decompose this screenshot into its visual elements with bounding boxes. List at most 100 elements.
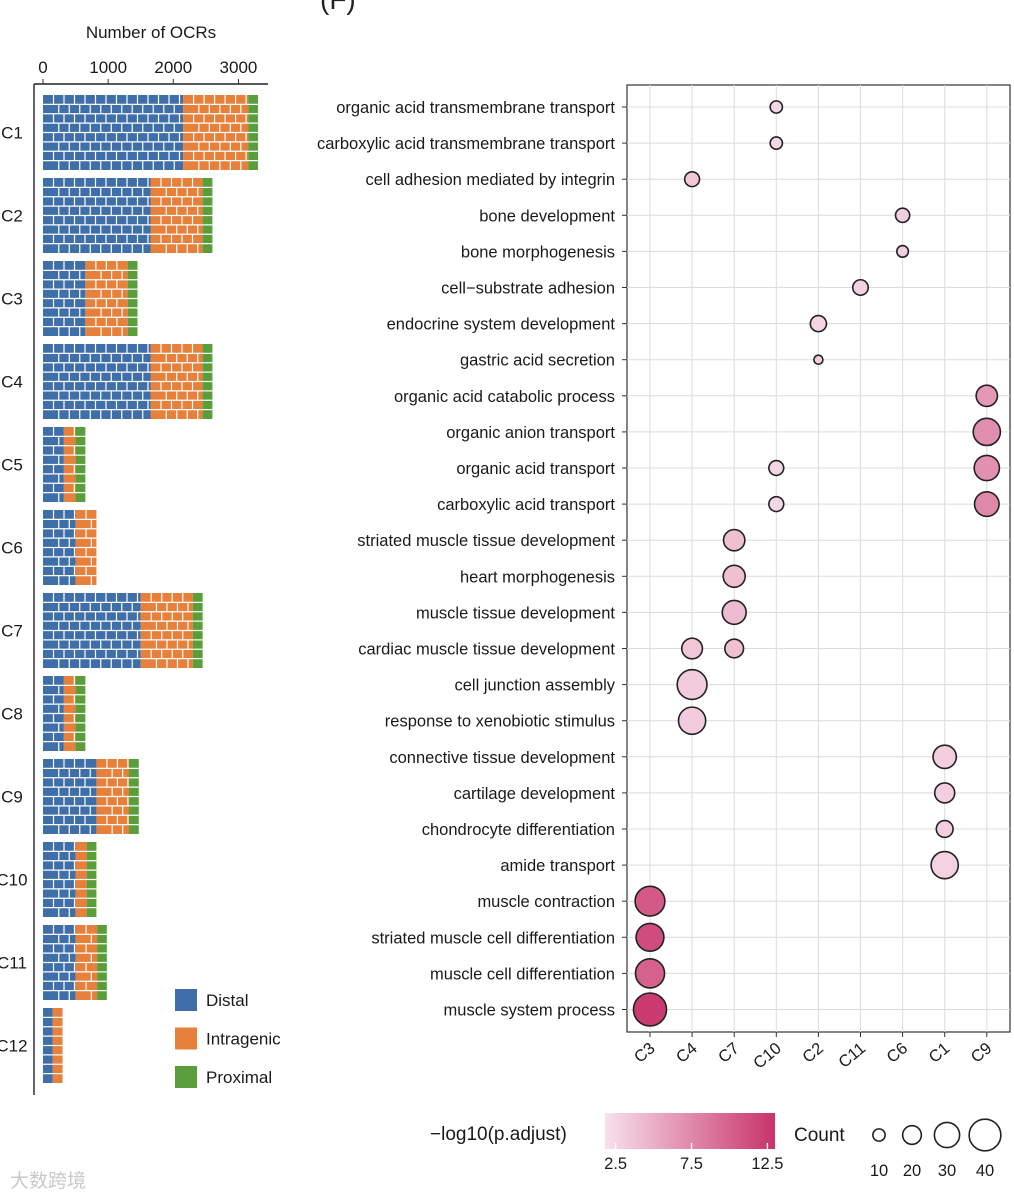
color-legend-tick: 7.5 [680,1155,703,1173]
bar-segment-intragenic [75,925,98,1000]
bar-row-c10: C10 [0,842,97,917]
legend-label-intragenic: Intragenic [206,1030,281,1049]
bar-segment-intragenic [85,261,128,336]
dotplot-term-label: carboxylic acid transmembrane transport [317,135,615,153]
bar-category-label: C11 [0,954,27,973]
bar-segment-distal [43,178,151,253]
size-legend-circle [968,1118,1002,1152]
bubble-point [635,922,665,953]
bar-segment-intragenic [96,759,129,834]
bar-segment-distal [43,95,184,170]
bar-row-c7: C7 [1,593,203,668]
dotplot-term-label: muscle system process [444,1002,615,1020]
bubble-point [721,599,747,626]
bubble-point [769,100,784,114]
dotplot-term-label: response to xenobiotic stimulus [385,713,615,731]
bar-segment-distal [43,593,141,668]
dotplot-term-label: muscle contraction [477,893,615,911]
bubble-point [894,207,911,224]
legend-swatch-distal [175,989,197,1011]
bar-segment-intragenic [52,1008,63,1083]
bar-segment-distal [43,427,64,502]
bar-row-c4: C4 [1,344,213,419]
bubble-point [973,454,1001,482]
bar-segment-intragenic [75,510,97,585]
bubble-point [632,992,668,1027]
bar-segment-intragenic [63,427,76,502]
bar-x-tick-label: 3000 [220,58,258,77]
bar-segment-proximal [248,95,258,170]
bar-category-label: C1 [1,124,23,143]
dotplot-term-label: endocrine system development [387,316,616,334]
bar-x-tick-label: 2000 [154,58,192,77]
bar-category-label: C3 [1,290,23,309]
dotplot-term-label: chondrocyte differentiation [422,821,615,839]
bar-segment-proximal [129,759,139,834]
bubble-point [680,637,704,660]
bubble-point [683,170,701,188]
dotplot-term-label: bone development [479,207,615,225]
bar-segment-proximal [202,178,213,253]
bar-segment-distal [43,261,86,336]
bubble-point [722,564,746,589]
bubble-point [722,528,746,552]
bar-segment-distal [43,925,76,1000]
dotplot-term-label: cell−substrate adhesion [441,280,615,298]
dotplot-term-label: cartilage development [454,785,616,803]
bar-category-label: C8 [1,705,23,724]
dotplot-cluster-label: C3 [631,1039,659,1066]
dotplot-term-label: amide transport [500,857,615,875]
size-legend-circle [872,1128,886,1142]
dotplot-term-label: bone morphogenesis [461,243,615,261]
bubble-point [768,459,785,477]
bar-category-label: C5 [1,456,23,475]
size-legend-label: 10 [870,1162,888,1180]
dotplot-cluster-label: C10 [750,1039,785,1072]
bar-category-label: C12 [0,1037,28,1056]
bubble-point [769,136,784,151]
bar-row-c2: C2 [1,178,213,253]
dotplot-term-label: connective tissue development [389,749,615,767]
watermark: 大数跨境 [10,1171,87,1192]
color-legend-tick: 2.5 [604,1155,627,1173]
size-legend-label: 30 [938,1162,956,1180]
legend-label-proximal: Proximal [206,1068,272,1087]
bar-row-c1: C1 [1,95,258,170]
dotplot-cluster-label: C11 [835,1039,869,1071]
bar-category-label: C9 [1,788,23,807]
bubble-point [634,958,666,989]
dotplot-term-label: striated muscle tissue development [357,532,615,550]
dotplot-term-label: organic acid catabolic process [394,388,615,406]
bar-segment-intragenic [183,95,249,170]
bar-segment-proximal [202,344,213,419]
bar-segment-intragenic [140,593,193,668]
legend-swatch-intragenic [175,1027,197,1050]
dotplot-cluster-label: C7 [715,1039,743,1066]
bar-segment-intragenic [75,842,87,917]
go-dotplot: organic acid transmembrane transport carb… [317,84,1011,1073]
dotplot-term-label: striated muscle cell differentiation [371,929,615,947]
bar-row-c5: C5 [1,427,86,502]
bar-category-label: C7 [1,622,23,641]
dotplot-term-label: carboxylic acid transport [437,496,615,514]
bubble-point [724,638,745,659]
bar-segment-distal [43,510,76,585]
color-legend-title: −log10(p.adjust) [430,1124,567,1145]
bar-row-c8: C8 [1,676,86,751]
bar-row-c3: C3 [1,261,138,336]
bubble-point [972,417,1002,447]
dotplot-term-label: organic anion transport [446,424,615,442]
bubble-point [809,314,828,333]
dotplot-term-label: muscle cell differentiation [430,965,615,983]
dotplot-term-label: cardiac muscle tissue development [358,641,615,659]
bar-segment-distal [43,842,76,917]
bar-category-label: C4 [1,373,23,392]
bar-segment-intragenic [150,178,203,253]
bubble-point [935,819,954,839]
bar-segment-proximal [86,842,97,917]
dotplot-term-label: organic acid transmembrane transport [336,99,615,117]
